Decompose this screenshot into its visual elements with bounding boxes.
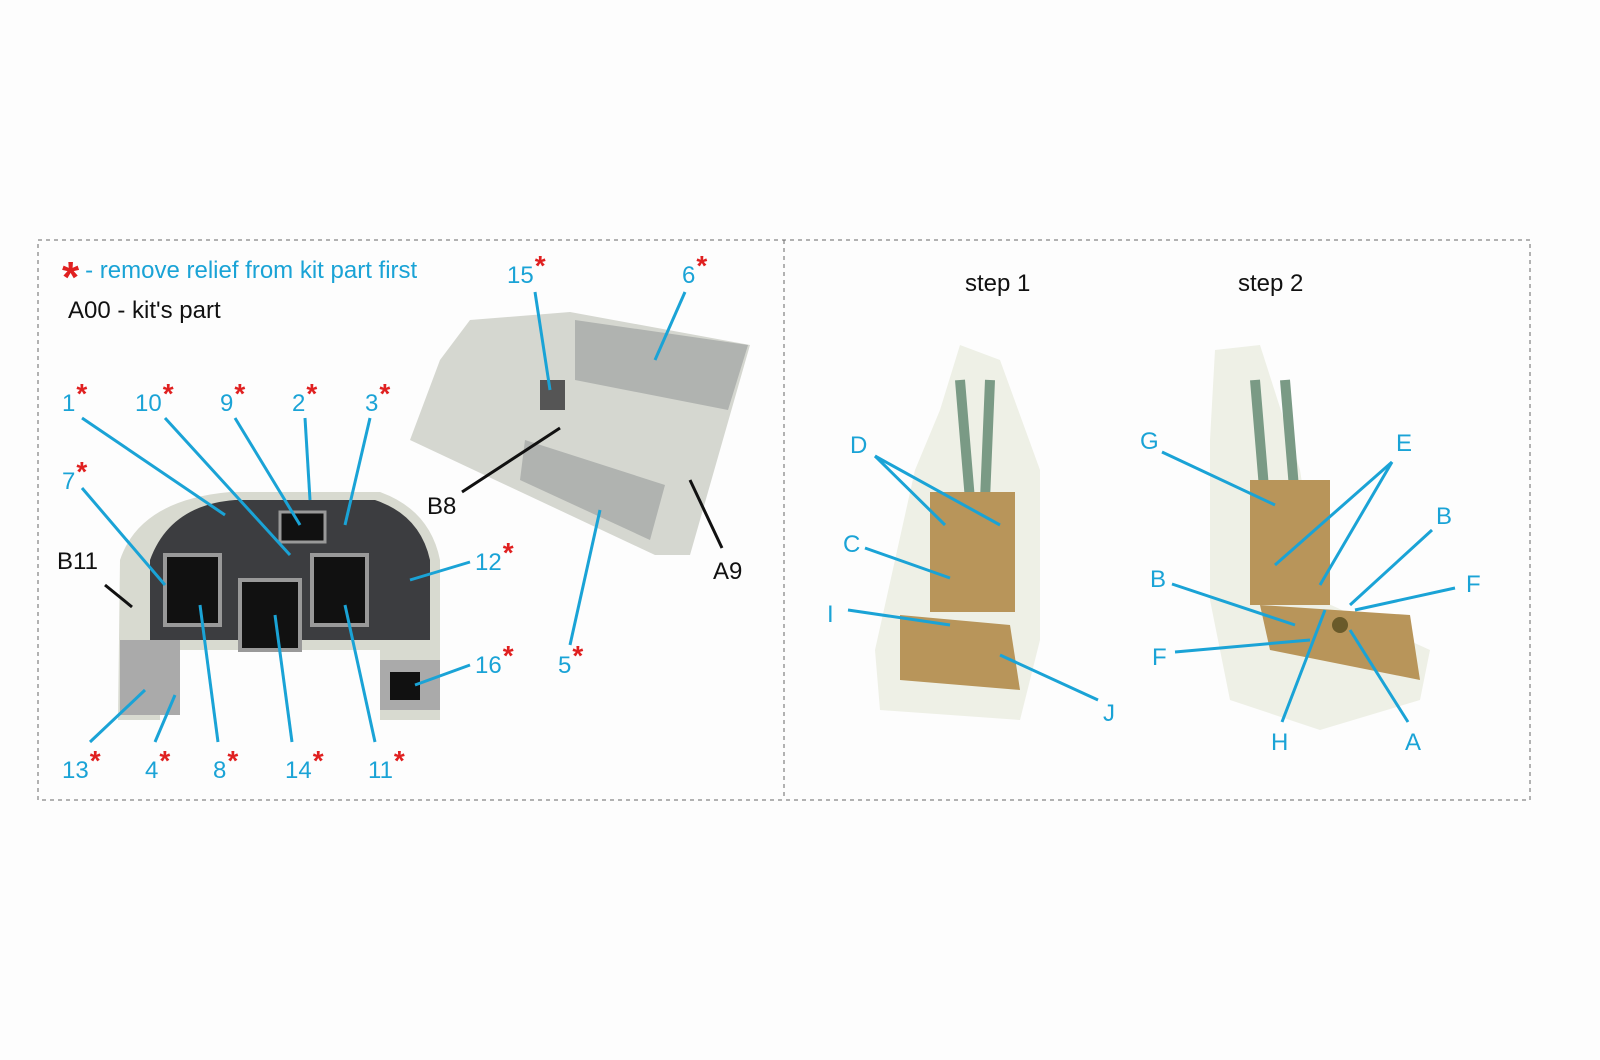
callout-f-left: F [1152, 644, 1167, 671]
callout-d: D [850, 432, 868, 459]
callout-lines [80, 291, 1456, 744]
step1-title: step 1 [965, 270, 1031, 297]
step2-title: step 2 [1238, 270, 1304, 297]
callout-8: 8* [213, 745, 239, 784]
callout-16: 16* [475, 640, 514, 679]
callout-7: 7* [62, 456, 88, 495]
callout-c: C [843, 531, 861, 558]
legend-remove-relief: *- remove relief from kit part first [62, 253, 418, 302]
callout-9: 9* [220, 378, 246, 417]
callout-b-left: B [1150, 566, 1167, 593]
kit-part-a9: A9 [713, 558, 743, 585]
seat-step2 [1210, 345, 1430, 730]
callout-1: 1* [62, 378, 88, 417]
callout-b-right: B [1436, 503, 1453, 530]
instrument-panel-part [118, 492, 440, 720]
callout-3: 3* [365, 378, 391, 417]
seat-step1 [875, 345, 1040, 720]
callout-i: I [827, 601, 834, 628]
side-console-part [410, 312, 750, 555]
callout-15: 15* [507, 250, 546, 289]
callout-f-right: F [1466, 571, 1481, 598]
callout-10: 10* [135, 378, 174, 417]
kit-part-b11: B11 [57, 548, 98, 575]
legend-kit-part: A00 - kit's part [68, 297, 221, 324]
callout-2: 2* [292, 378, 318, 417]
callout-h: H [1271, 729, 1289, 756]
callout-14: 14* [285, 745, 324, 784]
callout-13: 13* [62, 745, 101, 784]
callout-12: 12* [475, 537, 514, 576]
asterisk-icon: * [62, 253, 80, 302]
kit-part-lines [104, 426, 724, 609]
callout-11: 11* [368, 745, 405, 784]
callout-e: E [1396, 430, 1413, 457]
callout-g: G [1140, 428, 1159, 455]
callout-a: A [1405, 729, 1422, 756]
callout-4: 4* [145, 745, 171, 784]
callout-j: J [1103, 700, 1115, 727]
callout-6: 6* [682, 250, 708, 289]
callout-5: 5* [558, 640, 584, 679]
kit-part-b8: B8 [427, 493, 457, 520]
